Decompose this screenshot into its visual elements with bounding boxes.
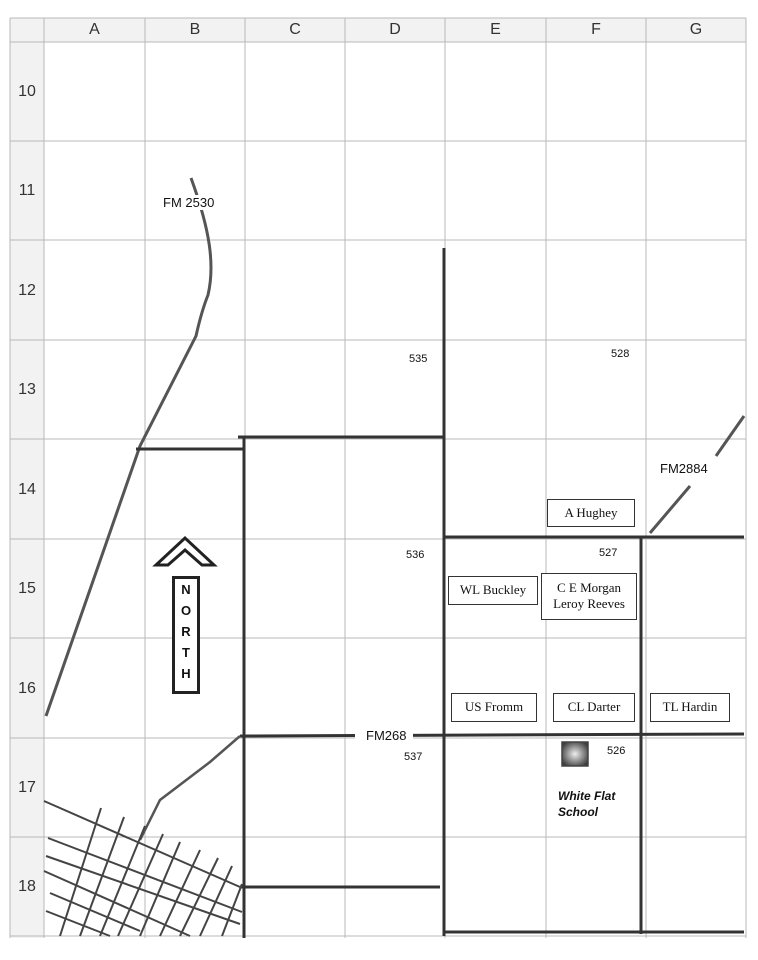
north-arrow-icon	[152, 535, 218, 567]
row-header-13: 13	[18, 381, 36, 398]
north-letter-o: O	[180, 603, 192, 618]
column-header-e: E	[490, 21, 501, 38]
row-header-12: 12	[18, 282, 36, 299]
school-label-line2: School	[558, 805, 599, 819]
column-header-g: G	[689, 21, 703, 38]
north-letter-r: R	[181, 624, 191, 639]
row-header-16: 16	[18, 680, 36, 697]
landowner-name-morgan: C E Morgan	[556, 580, 622, 595]
road-label-fm2884: FM2884	[660, 461, 708, 476]
road-fm2884	[648, 415, 746, 534]
road-to-town	[138, 735, 241, 841]
landowner-box-fromm: US Fromm	[451, 693, 537, 722]
landowner-box-hughey: A Hughey	[547, 499, 635, 527]
column-header-bar	[10, 18, 746, 42]
school-label: White Flat School	[558, 788, 615, 820]
boundary-lines	[136, 248, 744, 938]
row-header-17: 17	[18, 779, 36, 796]
section-number-535: 535	[409, 353, 428, 365]
column-header-a: A	[89, 21, 100, 38]
road-fm2530	[44, 177, 213, 717]
town-street-grid	[43, 800, 243, 937]
north-letter-t: T	[182, 645, 190, 660]
row-header-18: 18	[18, 878, 36, 895]
landowner-name-reeves: Leroy Reeves	[553, 596, 625, 611]
column-header-d: D	[389, 21, 401, 38]
north-letter-n: N	[181, 582, 191, 597]
column-header-b: B	[189, 21, 201, 38]
landowner-box-darter: CL Darter	[553, 693, 635, 722]
section-number-536: 536	[406, 549, 425, 561]
section-number-537: 537	[404, 751, 423, 763]
north-indicator: N O R T H	[172, 576, 200, 694]
row-header-14: 14	[18, 481, 36, 498]
school-icon	[561, 741, 589, 767]
row-header-10: 10	[18, 83, 36, 100]
row-header-11: 11	[18, 182, 36, 199]
road-label-fm2530: FM 2530	[161, 195, 217, 210]
fm268-label-bg	[355, 726, 413, 744]
landowner-box-buckley: WL Buckley	[448, 576, 538, 605]
grid-lines	[9, 17, 747, 938]
row-header-15: 15	[18, 580, 36, 597]
landowner-box-hardin: TL Hardin	[650, 693, 730, 722]
road-fm268	[239, 732, 745, 738]
column-header-f: F	[591, 21, 601, 38]
north-letter-h: H	[181, 666, 191, 681]
school-label-line1: White Flat	[558, 789, 616, 803]
column-header-c: C	[289, 21, 301, 38]
row-header-bar	[10, 18, 44, 938]
landowner-box-morgan-reeves: C E Morgan Leroy Reeves	[541, 573, 637, 620]
section-number-526: 526	[607, 745, 626, 757]
section-number-527: 527	[599, 547, 618, 559]
road-label-fm268: FM268	[366, 728, 407, 743]
section-number-528: 528	[611, 348, 630, 360]
